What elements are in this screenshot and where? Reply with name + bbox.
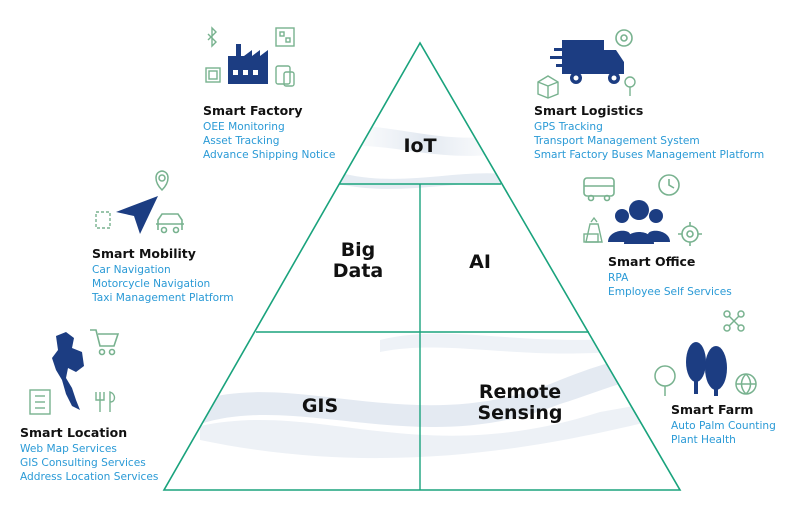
solution-smart-office: Smart Office RPA Employee Self Services <box>608 254 732 299</box>
bus-icon <box>583 177 615 202</box>
solution-item: Address Location Services <box>20 471 159 483</box>
smart-farm-icons <box>648 310 760 400</box>
solution-smart-farm: Smart Farm Auto Palm Counting Plant Heal… <box>671 402 776 447</box>
solution-title: Smart Farm <box>671 402 754 417</box>
money-bag-icon <box>583 216 603 243</box>
solution-item: Motorcycle Navigation <box>92 278 211 290</box>
smart-factory-icons <box>200 22 310 88</box>
solution-smart-logistics: Smart Logistics GPS Tracking Transport M… <box>534 103 764 162</box>
solution-item: Smart Factory Buses Management Platform <box>534 149 765 161</box>
factory-icon <box>228 44 268 84</box>
solution-title: Smart Factory <box>203 103 303 118</box>
pyramid-outline <box>162 41 682 491</box>
car-icon <box>156 213 184 234</box>
smart-location-icons <box>26 322 126 418</box>
solution-smart-mobility: Smart Mobility Car Navigation Motorcycle… <box>92 246 234 305</box>
solution-item: GIS Consulting Services <box>20 457 146 469</box>
solution-item: Auto Palm Counting <box>671 420 776 432</box>
gear-icon <box>678 222 702 246</box>
map-pin-icon <box>155 170 169 192</box>
solution-smart-factory: Smart Factory OEE Monitoring Asset Track… <box>203 103 335 162</box>
solution-item: RPA <box>608 272 629 284</box>
layer-label-ai: AI <box>469 251 491 273</box>
solution-title: Smart Mobility <box>92 246 196 261</box>
layer-label-iot: IoT <box>403 135 437 157</box>
tree-outline-icon <box>654 365 676 396</box>
restaurant-icon <box>95 391 116 412</box>
layer-label-gis: GIS <box>301 395 339 417</box>
bluetooth-icon <box>207 26 217 48</box>
route-icon <box>95 211 111 229</box>
solution-title: Smart Office <box>608 254 696 269</box>
solution-item: Car Navigation <box>92 264 171 276</box>
devices-icon <box>275 65 295 87</box>
clock-icon <box>658 174 680 196</box>
solution-item: Advance Shipping Notice <box>203 149 336 161</box>
solution-item: Asset Tracking <box>203 135 280 147</box>
globe-icon <box>735 373 757 395</box>
building-icon <box>29 389 51 415</box>
location-pin-icon <box>624 76 636 96</box>
smart-logistics-icons <box>534 24 644 99</box>
solution-item: Plant Health <box>671 434 736 446</box>
delivery-truck-icon <box>550 40 624 84</box>
trees-icon <box>686 342 727 396</box>
solution-item: Taxi Management Platform <box>92 292 234 304</box>
navigation-arrow-icon <box>116 196 158 234</box>
solution-item: GPS Tracking <box>534 121 603 133</box>
thailand-map-icon <box>52 332 84 410</box>
smart-office-icons <box>580 172 710 252</box>
chip-icon <box>205 67 221 83</box>
box-icon <box>537 75 559 99</box>
solution-smart-location: Smart Location Web Map Services GIS Cons… <box>20 425 158 484</box>
solution-item: Transport Management System <box>534 135 700 147</box>
solution-item: Employee Self Services <box>608 286 732 298</box>
drone-icon <box>723 310 745 332</box>
people-group-icon <box>608 200 670 244</box>
solution-title: Smart Location <box>20 425 128 440</box>
smart-mobility-icons <box>90 168 190 240</box>
qr-code-icon <box>275 27 295 47</box>
target-icon <box>615 29 633 47</box>
solution-item: Web Map Services <box>20 443 117 455</box>
shopping-cart-icon <box>90 329 120 356</box>
solution-title: Smart Logistics <box>534 103 644 118</box>
solution-item: OEE Monitoring <box>203 121 285 133</box>
